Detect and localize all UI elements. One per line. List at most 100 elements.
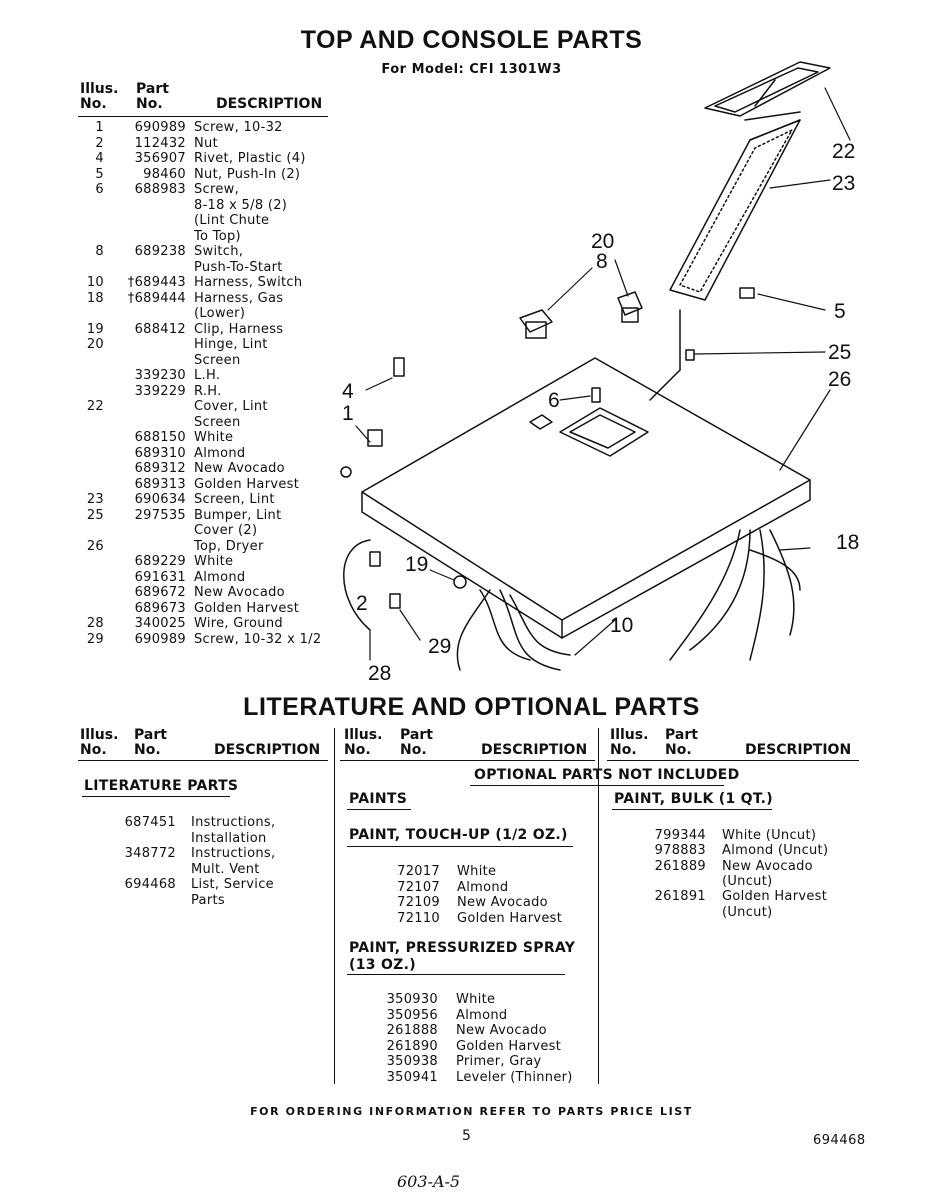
bulk-header-desc: DESCRIPTION	[745, 742, 852, 758]
callout-4: 4	[342, 380, 354, 403]
header-illus-bottom: No.	[80, 96, 107, 112]
illus-number: 23	[86, 492, 104, 507]
spray-label: PAINT, PRESSURIZED SPRAY (13 OZ.)	[349, 940, 575, 974]
touchup-rule	[347, 846, 573, 847]
bulk-rule	[612, 809, 772, 810]
lit-header-illus: Illus. No.	[80, 728, 118, 758]
part-number: 72107	[397, 879, 440, 895]
rivet	[393, 357, 405, 377]
push-nut	[739, 287, 755, 299]
callout-8: 8	[596, 250, 608, 273]
part-description: White	[456, 992, 496, 1007]
part-number: 72110	[397, 910, 440, 926]
part-number: 350930	[386, 992, 438, 1007]
table-row: Cover (2)	[76, 523, 336, 538]
col-divider-1	[334, 728, 335, 1084]
part-description: (Lint Chute	[194, 213, 270, 228]
part-description: New Avocado	[457, 895, 548, 910]
part-description: New Avocado	[722, 858, 813, 874]
part-number: 261890	[386, 1038, 438, 1054]
callout-25: 25	[828, 341, 852, 364]
part-description: Golden Harvest	[194, 600, 300, 616]
table-row: 8-18 x 5/8 (2)	[76, 198, 336, 213]
part-number: 339229	[134, 383, 186, 399]
part-number: 690989	[134, 631, 186, 647]
table-row: Screen	[76, 415, 336, 430]
part-description: White	[194, 430, 234, 445]
part-description: Mult. Vent	[191, 861, 260, 877]
table-row: 6 688983 Screw,	[76, 182, 336, 197]
part-description: Almond (Uncut)	[722, 843, 829, 859]
callout-20: 20	[591, 230, 615, 253]
header-illus: Illus. No.	[80, 82, 118, 112]
spray-label-line-1: PAINT, PRESSURIZED SPRAY	[349, 940, 576, 956]
part-description: New Avocado	[456, 1023, 547, 1038]
literature-title: LITERATURE AND OPTIONAL PARTS	[243, 693, 700, 721]
leader-lines	[355, 87, 851, 661]
switch-left	[519, 309, 553, 339]
part-description: Top, Dryer	[194, 538, 264, 554]
part-description: White	[457, 864, 497, 879]
part-description: Screw, 10-32 x 1/2	[194, 631, 322, 647]
nut-2	[369, 551, 381, 567]
part-description: Almond	[456, 1007, 508, 1023]
part-description: Screw,	[194, 182, 240, 197]
lit-header-illus-bottom: No.	[80, 742, 107, 758]
col-divider-2	[598, 728, 599, 1084]
ground-wire	[343, 539, 371, 631]
callout-5: 5	[834, 300, 846, 323]
callout-1: 1	[342, 402, 354, 425]
part-number: 350956	[386, 1007, 438, 1023]
part-description: New Avocado	[194, 461, 285, 476]
part-description: Harness, Switch	[194, 275, 303, 290]
part-description: White	[194, 554, 234, 569]
part-description: Screen, Lint	[194, 492, 275, 507]
illus-number: 28	[86, 616, 104, 631]
part-description: Wire, Ground	[194, 616, 283, 631]
literature-section-title: LITERATURE PARTS	[84, 778, 239, 794]
paint-header-illus-bottom: No.	[344, 742, 371, 758]
chute-screw	[591, 387, 601, 403]
callout-22: 22	[832, 140, 856, 163]
part-description: L.H.	[194, 368, 221, 383]
part-number: 261891	[654, 889, 706, 905]
part-number: 350938	[386, 1054, 438, 1069]
part-number: 350941	[386, 1069, 438, 1085]
table-row: Screen	[76, 353, 336, 368]
illus-number: 6	[95, 182, 104, 197]
part-description: Almond	[194, 569, 246, 585]
paint-header-illus: Illus. No.	[344, 728, 382, 758]
part-number: 340025	[134, 616, 186, 631]
page-title: TOP AND CONSOLE PARTS	[300, 26, 643, 54]
switch-right	[617, 291, 643, 323]
footer-note: FOR ORDERING INFORMATION REFER TO PARTS …	[250, 1105, 693, 1118]
part-number: 261889	[654, 858, 706, 874]
part-number: 690989	[134, 120, 186, 135]
part-description: Screen	[194, 352, 241, 368]
illus-number: 25	[86, 507, 104, 523]
table-row: (Lower)	[76, 306, 336, 321]
bulk-header-illus-top: Illus.	[610, 727, 649, 743]
part-number: 689313	[134, 476, 186, 492]
part-description: Hinge, Lint	[194, 337, 268, 352]
lit-header-part: Part No.	[134, 728, 167, 758]
part-description: (Uncut)	[722, 873, 773, 889]
part-number: 348772	[124, 846, 176, 861]
part-number: 688983	[134, 182, 186, 197]
part-number: †689443	[127, 275, 186, 290]
header-illus-top: Illus.	[80, 81, 119, 97]
part-description: Primer, Gray	[456, 1054, 542, 1069]
paint-header-rule	[340, 760, 595, 761]
